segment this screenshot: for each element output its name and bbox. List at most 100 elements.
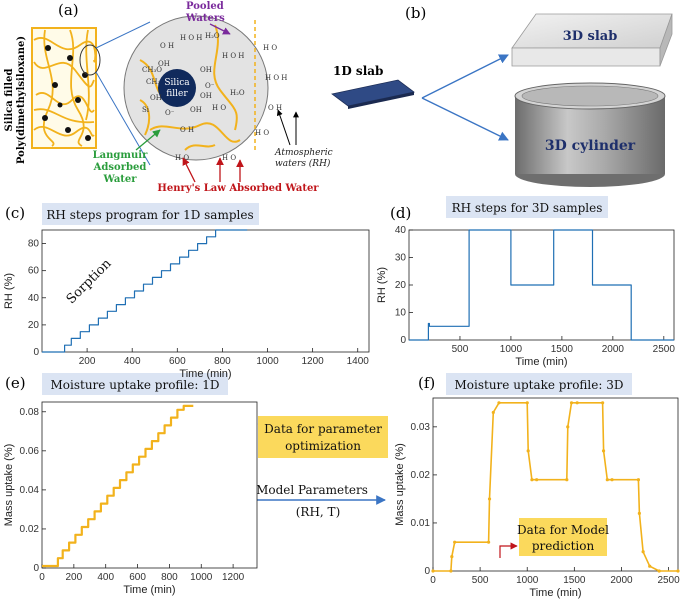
- data-point-f: [535, 478, 539, 482]
- panel-f-title-box: [446, 373, 632, 395]
- svg-text:O⁻: O⁻: [165, 109, 175, 117]
- svg-text:H O H: H O H: [222, 52, 244, 60]
- panel-d-letter: (d): [390, 204, 411, 222]
- data-point-f: [575, 401, 579, 405]
- x-axis-label-d: Time (min): [515, 356, 567, 368]
- data-point-f: [526, 449, 530, 453]
- svg-text:O⁻: O⁻: [205, 82, 215, 90]
- panel-f-letter: (f): [418, 374, 435, 392]
- x-tick-label-c: 800: [214, 356, 231, 367]
- x-tick-label-e: 0: [39, 572, 45, 583]
- data-point-f: [486, 540, 491, 544]
- atmospheric-label2: waters (RH): [275, 158, 331, 169]
- panel-e-letter: (e): [5, 374, 26, 392]
- y-tick-label-d: 20: [395, 280, 407, 291]
- data-point-f: [431, 569, 435, 573]
- y-tick-label-d: 0: [400, 335, 406, 346]
- x-tick-label-e: 1200: [222, 572, 245, 583]
- x-tick-label-e: 400: [97, 572, 114, 583]
- arrow-to-3d-slab: [421, 54, 509, 99]
- series-line-f: [433, 401, 678, 572]
- arrow-to-data-pred: [499, 542, 518, 558]
- panel-d-title: RH steps for 3D samples: [452, 201, 603, 215]
- x-tick-label-c: 1400: [347, 356, 370, 367]
- material-label-line2: Poly(dimethylsiloxane): [16, 36, 27, 164]
- y-tick-label-e: 0.06: [20, 446, 40, 457]
- silica-filler-label2: filler: [166, 89, 188, 99]
- y-axis-label-e: Mass uptake (%): [3, 444, 15, 527]
- x-tick-label-e: 200: [66, 572, 83, 583]
- y-tick-label-c: 80: [28, 239, 40, 250]
- y-tick-label-e: 0.02: [20, 524, 40, 535]
- data-point-f: [566, 425, 570, 429]
- y-tick-label-c: 60: [28, 266, 40, 277]
- svg-text:CH₃: CH₃: [146, 78, 160, 86]
- data-point-f: [569, 401, 574, 405]
- y-axis-label-f: Mass uptake (%): [394, 443, 406, 526]
- y-axis-label-d: RH (%): [376, 267, 388, 303]
- pooled-waters-label2: Waters: [185, 13, 225, 24]
- x-axis-label-e: Time (min): [123, 584, 175, 596]
- slab-1d-label: 1D slab: [333, 64, 383, 78]
- data-pred-line2: prediction: [532, 539, 595, 553]
- series-line-e: [42, 404, 194, 568]
- data-point-f: [605, 478, 609, 482]
- y-tick-label-f: 0.03: [411, 422, 431, 433]
- data-point-f: [601, 401, 605, 405]
- y-axis-label-c: RH (%): [3, 273, 15, 309]
- zoom-line-bottom: [95, 71, 151, 166]
- data-point-f: [637, 511, 641, 515]
- series-line-c: [42, 229, 248, 353]
- svg-text:O H: O H: [268, 104, 282, 112]
- silica-filler-label: Silica: [164, 78, 190, 88]
- svg-text:OH: OH: [200, 66, 212, 74]
- panel-b: (b) 1D slab 3D slab 3D cylinder: [331, 4, 673, 187]
- data-point-f: [636, 478, 641, 482]
- data-point-f: [676, 569, 680, 573]
- y-tick-label-e: 0.04: [20, 485, 40, 496]
- y-tick-label-e: 0: [33, 563, 39, 574]
- x-tick-label-d: 2000: [602, 344, 625, 355]
- x-tick-label-d: 1000: [500, 344, 523, 355]
- svg-text:OH: OH: [200, 92, 212, 100]
- henry-label: Henry's Law Absorbed Water: [157, 183, 319, 194]
- x-tick-label-c: 1200: [301, 356, 324, 367]
- svg-text:Si: Si: [142, 106, 150, 114]
- data-opt-line2: optimization: [285, 439, 361, 453]
- y-tick-label-c: 40: [28, 293, 40, 304]
- data-point-f: [565, 478, 569, 482]
- langmuir-label: Langmuir: [93, 150, 148, 161]
- x-tick-label-f: 2000: [610, 575, 633, 586]
- x-tick-label-c: 400: [124, 356, 141, 367]
- data-point-f: [648, 564, 652, 568]
- svg-text:H₂O: H₂O: [230, 89, 245, 97]
- x-tick-label-d: 500: [452, 344, 469, 355]
- panel-c-letter: (c): [5, 204, 25, 222]
- data-point-f: [530, 478, 534, 482]
- data-point-f: [601, 449, 606, 453]
- x-tick-label-f: 500: [472, 575, 489, 586]
- silica-particles: [42, 45, 91, 141]
- svg-text:H O: H O: [222, 154, 236, 162]
- panel-a: (a) Silica filled Poly(dimethylsiloxane): [4, 1, 333, 194]
- y-tick-label-c: 0: [33, 347, 39, 358]
- svg-text:O H: O H: [160, 42, 174, 50]
- panel-e-title: Moisture uptake profile: 1D: [51, 378, 220, 392]
- panel-a-letter: (a): [58, 1, 79, 19]
- data-point-f: [450, 554, 454, 559]
- x-tick-label-d: 2500: [653, 344, 676, 355]
- y-tick-label-f: 0.01: [411, 518, 431, 529]
- svg-text:H O: H O: [255, 129, 269, 137]
- x-tick-label-f: 2500: [657, 575, 680, 586]
- svg-text:OH: OH: [158, 60, 170, 68]
- x-tick-label-e: 600: [129, 572, 146, 583]
- cylinder-3d-label: 3D cylinder: [545, 138, 636, 154]
- data-pred-line1: Data for Model: [517, 523, 609, 537]
- y-tick-label-d: 30: [395, 253, 407, 264]
- y-tick-label-c: 20: [28, 320, 40, 331]
- zoom-line-top: [95, 21, 151, 49]
